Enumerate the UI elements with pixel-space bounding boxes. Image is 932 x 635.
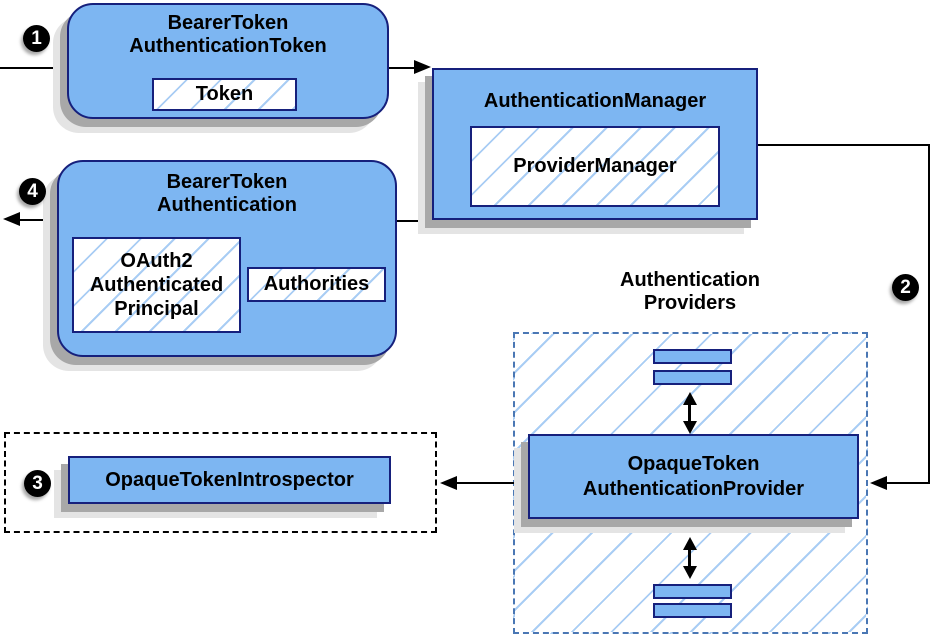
arrow-authentication-result-line — [20, 219, 57, 221]
principal-line: OAuth2 — [120, 250, 193, 272]
node-title-line: Authentication — [157, 194, 297, 216]
provider-placeholder-bar — [653, 584, 732, 599]
node-provider-manager: ProviderManager — [470, 126, 720, 207]
provider-placeholder-bar — [653, 603, 732, 618]
arrow-token-to-manager-line — [389, 67, 415, 69]
principal-line: Principal — [114, 298, 199, 320]
node-opaque-token-introspector: OpaqueTokenIntrospector — [68, 456, 391, 504]
authentication-providers-label: Authentication Providers — [580, 269, 800, 315]
incoming-request-line — [0, 67, 67, 69]
authentication-providers-label-line: Providers — [643, 292, 737, 314]
flow-step2-arrowhead-icon — [870, 476, 887, 490]
arrow-token-to-manager-head-icon — [414, 60, 431, 74]
double-arrow-top-line — [688, 403, 691, 423]
flow-step2-horizontal-top-line — [758, 144, 930, 146]
step-4-badge: 4 — [19, 178, 46, 205]
arrow-provider-to-introspector-head-icon — [440, 476, 457, 490]
node-authorities: Authorities — [247, 267, 386, 302]
node-token: Token — [152, 78, 297, 111]
node-title-line: BearerToken — [167, 12, 289, 34]
flow-step2-horizontal-bottom-line — [887, 482, 930, 484]
double-arrow-bottom-line — [688, 548, 691, 568]
line-manager-to-authentication — [397, 220, 432, 222]
double-arrow-bottom-up-icon — [683, 537, 697, 550]
arrow-provider-to-introspector-line — [457, 482, 528, 484]
provider-placeholder-bar — [653, 370, 732, 385]
node-bearer-token-authentication: BearerToken Authentication OAuth2 Authen… — [57, 160, 397, 357]
node-oauth2-authenticated-principal: OAuth2 Authenticated Principal — [72, 237, 241, 333]
node-authentication-manager: AuthenticationManager ProviderManager — [432, 68, 758, 220]
step-1-badge: 1 — [23, 25, 50, 52]
authentication-providers-label-line: Authentication — [620, 269, 760, 291]
node-title-line: AuthenticationToken — [129, 35, 327, 57]
node-opaque-token-authentication-provider: OpaqueToken AuthenticationProvider — [528, 434, 859, 519]
step-3-badge: 3 — [24, 470, 51, 497]
node-title-line: OpaqueToken — [627, 452, 760, 475]
arrow-authentication-result-head-icon — [3, 212, 20, 226]
node-bearer-token-authentication-token: BearerToken AuthenticationToken Token — [67, 3, 389, 119]
double-arrow-top-up-icon — [683, 392, 697, 405]
double-arrow-bottom-down-icon — [683, 566, 697, 579]
principal-line: Authenticated — [89, 274, 224, 296]
flow-step2-vertical-line — [928, 144, 930, 484]
double-arrow-top-down-icon — [683, 421, 697, 434]
node-title-line: BearerToken — [166, 171, 288, 193]
step-2-badge: 2 — [892, 274, 919, 301]
opaque-token-introspector-container — [4, 432, 437, 533]
node-title-line: AuthenticationProvider — [582, 477, 805, 500]
provider-placeholder-bar — [653, 349, 732, 364]
node-title-line: AuthenticationManager — [483, 90, 707, 112]
